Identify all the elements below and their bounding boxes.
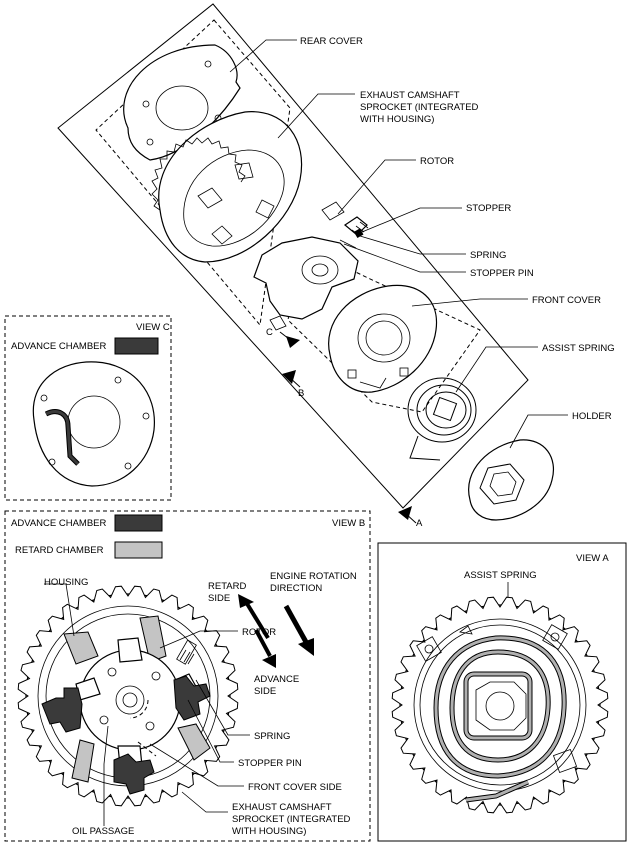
view-b-label-sprocket-line3: WITH HOUSING) <box>232 826 306 837</box>
label-front-cover: FRONT COVER <box>532 295 601 306</box>
label-rear-cover: REAR COVER <box>300 36 363 47</box>
view-a-panel: VIEW A ASSIST SPRING <box>377 542 627 842</box>
leader-holder <box>509 414 568 449</box>
view-b-label-advance-side-line1: ADVANCE <box>254 674 299 685</box>
assist-spring-part <box>407 377 477 461</box>
view-b-legend-retard-swatch <box>114 541 163 559</box>
view-b-leader-rotor <box>159 630 238 649</box>
leader-rear-cover <box>229 39 297 73</box>
view-b-label-sprocket-line1: EXHAUST CAMSHAFT <box>232 802 332 813</box>
engine-rotation-arrow <box>283 604 314 656</box>
view-b-legend-advance-swatch <box>114 514 163 532</box>
leader-assist-spring <box>455 346 538 393</box>
leader-spring <box>359 235 466 255</box>
sprocket-housing-part <box>151 111 303 263</box>
leader-sprocket <box>277 93 355 139</box>
view-b-leader-front-cover-side <box>149 743 244 787</box>
label-holder: HOLDER <box>572 411 612 422</box>
retard-side-arrow <box>238 594 270 640</box>
view-b-label-advance-side-line2: SIDE <box>254 686 276 697</box>
view-b-advance-chamber-2 <box>173 675 211 721</box>
view-b-retard-chamber-1 <box>63 631 99 665</box>
view-c-panel: VIEW C ADVANCE CHAMBER <box>4 315 172 501</box>
view-b-label-front-cover-side: FRONT COVER SIDE <box>248 782 342 793</box>
view-b-legend-retard-label: RETARD CHAMBER <box>15 545 104 556</box>
view-b-title: VIEW B <box>332 518 365 529</box>
view-b-label-spring: SPRING <box>254 731 290 742</box>
exploded-inner-dashed-frame <box>95 19 291 327</box>
view-b-leader-housing <box>44 583 75 637</box>
view-a-arrow-label: A <box>416 518 423 529</box>
view-c-arrow-label: C <box>266 327 273 338</box>
rotor-part <box>253 201 359 331</box>
label-stopper: STOPPER <box>466 203 511 214</box>
view-a-front-cover <box>416 624 581 786</box>
view-b-leader-sprocket <box>181 791 228 813</box>
leader-stopper-pin <box>343 243 466 273</box>
leader-rotor <box>337 159 416 215</box>
view-b-label-housing: HOUSING <box>44 577 88 588</box>
view-b-arrow-label: B <box>298 388 304 399</box>
teethA-teeth <box>391 596 609 814</box>
label-sprocket-line3: WITH HOUSING) <box>360 114 434 125</box>
view-a-sprocket <box>391 596 609 814</box>
leader-stopper <box>361 207 462 233</box>
view-b-label-engine-rotation-line2: DIRECTION <box>270 583 322 594</box>
view-a-title: VIEW A <box>576 553 609 564</box>
label-stopper-pin: STOPPER PIN <box>470 268 534 279</box>
view-b-label-sprocket-line2: SPROCKET (INTEGRATED <box>232 814 351 825</box>
front-cover-part <box>328 284 438 393</box>
view-b-advance-chamber-1 <box>41 687 83 733</box>
view-b-spring <box>176 639 197 665</box>
view-c-title: VIEW C <box>136 322 170 333</box>
view-c-legend-advance-swatch <box>114 337 159 355</box>
view-b-label-engine-rotation-line1: ENGINE ROTATION <box>270 571 357 582</box>
exploded-outer-frame <box>57 3 529 509</box>
leader-front-cover <box>411 298 528 307</box>
view-b-retard-chamber-2 <box>139 615 167 663</box>
advance-side-arrow <box>254 629 276 668</box>
view-b-frame <box>4 510 371 842</box>
view-b-label-stopper-pin: STOPPER PIN <box>238 758 302 769</box>
view-b-rotor <box>75 637 200 767</box>
label-spring: SPRING <box>470 250 506 261</box>
view-b-leader-spring <box>195 679 250 736</box>
view-c-rear-cover <box>32 361 155 487</box>
view-b-panel: VIEW B ADVANCE CHAMBER RETARD CHAMBER <box>4 510 371 842</box>
view-b-leader-oil-passage <box>103 725 109 826</box>
label-rotor: ROTOR <box>420 156 454 167</box>
label-sprocket-line1: EXHAUST CAMSHAFT <box>360 90 460 101</box>
view-b-leader-stopper-pin <box>187 699 234 763</box>
view-b-label-retard-side-line1: RETARD <box>208 581 246 592</box>
exploded-view: A B C REAR COVER EXHAUST CAMSHAFT SPROCK… <box>57 3 615 529</box>
view-a-label-assist-spring: ASSIST SPRING <box>464 570 537 581</box>
view-c-legend-advance-label: ADVANCE CHAMBER <box>11 341 107 352</box>
view-b-label-rotor: ROTOR <box>242 627 276 638</box>
holder-part <box>468 439 554 521</box>
view-b-retard-chamber-3 <box>177 723 211 761</box>
view-b-legend-advance-label: ADVANCE CHAMBER <box>11 518 107 529</box>
stopper-assembly <box>339 216 369 249</box>
view-b-advance-chamber-3 <box>113 753 155 795</box>
view-b-label-retard-side-line2: SIDE <box>208 593 230 604</box>
view-a-assist-spring <box>433 635 567 803</box>
view-b-label-oil-passage: OIL PASSAGE <box>72 826 134 837</box>
view-b-retard-chamber-4 <box>71 739 95 783</box>
label-sprocket-line2: SPROCKET (INTEGRATED <box>360 102 479 113</box>
view-a-frame <box>377 542 627 842</box>
label-assist-spring: ASSIST SPRING <box>542 343 615 354</box>
